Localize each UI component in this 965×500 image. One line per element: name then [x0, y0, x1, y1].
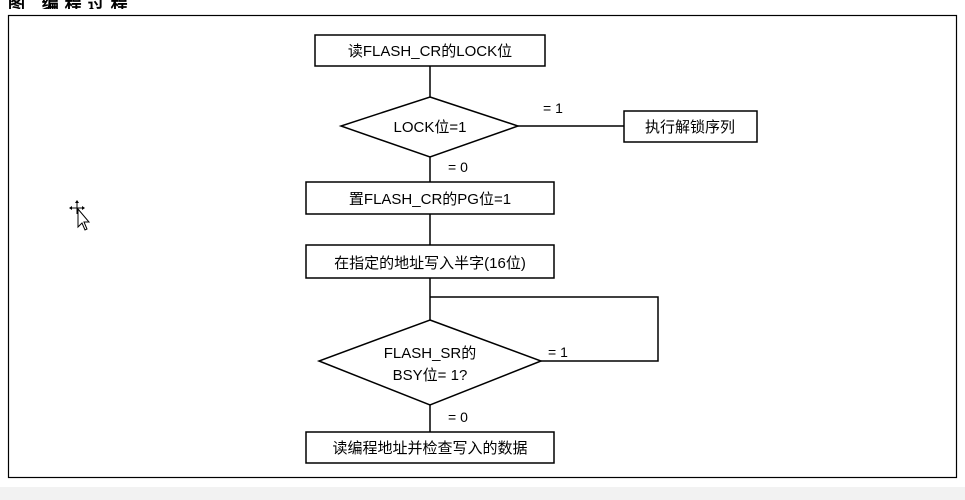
read-lock-box	[314, 34, 546, 67]
write-halfword-label: 在指定的地址写入半字(16位)	[334, 255, 526, 272]
lock-no-label: = 0	[448, 159, 468, 175]
move-cursor-icon	[69, 200, 91, 231]
bsy-no-label: = 0	[448, 409, 468, 425]
write-halfword-box	[305, 244, 555, 279]
figure-caption: 图 编程过程	[8, 0, 134, 9]
set-pg-label: 置FLASH_CR的PG位=1	[349, 191, 511, 208]
bsy-yes-label: = 1	[548, 344, 568, 360]
set-pg-box	[305, 181, 555, 215]
unlock-sequence-box	[623, 110, 758, 143]
diagram-frame	[7, 14, 958, 479]
bottom-strip	[0, 487, 965, 500]
bsy-decision-label-line1: FLASH_SR的	[384, 345, 477, 362]
verify-box	[305, 431, 555, 464]
lock-decision-label: LOCK位=1	[394, 119, 467, 136]
flowchart: 读FLASH_CR的LOCK位 LOCK位=1 = 1 = 0 执行解锁序列 置…	[7, 14, 958, 479]
read-lock-label: 读FLASH_CR的LOCK位	[348, 43, 512, 60]
figure-caption-strip: 图 编程过程	[0, 0, 965, 9]
lock-yes-label: = 1	[543, 100, 563, 116]
bsy-decision-diamond	[316, 319, 544, 406]
connector-bsy-loop	[430, 296, 659, 362]
verify-label: 读编程地址并检查写入的数据	[332, 440, 527, 457]
bsy-decision-label-line2: BSY位= 1?	[393, 367, 468, 384]
lock-decision-diamond	[338, 96, 521, 158]
unlock-sequence-label: 执行解锁序列	[645, 119, 735, 136]
